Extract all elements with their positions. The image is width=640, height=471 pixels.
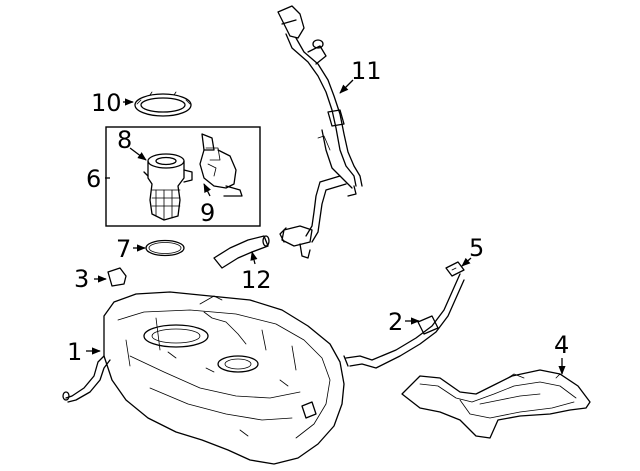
filler-neck-pipe — [277, 5, 363, 259]
callout-12: 12 — [241, 266, 272, 294]
pump-assembly-group-box — [105, 126, 261, 227]
callout-3: 3 — [74, 265, 89, 293]
callout-5: 5 — [469, 234, 484, 262]
fuel-level-sender — [199, 133, 243, 197]
fuel-pump-module — [143, 153, 193, 221]
heat-shield — [401, 369, 591, 439]
callout-10: 10 — [91, 89, 122, 117]
leader-11 — [339, 79, 354, 94]
lock-ring — [134, 91, 192, 117]
vent-hose — [213, 235, 270, 269]
tank-strap-front — [343, 273, 465, 369]
leader-12 — [250, 251, 258, 265]
tank-strap-rear — [445, 261, 465, 277]
callout-8: 8 — [117, 126, 132, 154]
callout-4: 4 — [554, 331, 569, 359]
leader-lines — [86, 79, 566, 375]
o-ring-gasket — [145, 239, 185, 257]
leader-9 — [203, 183, 211, 197]
callout-11: 11 — [351, 57, 382, 85]
callout-9: 9 — [200, 199, 215, 227]
leader-5 — [461, 257, 472, 267]
fuel-tank — [62, 291, 345, 465]
insulator-pad — [107, 267, 127, 287]
callout-7: 7 — [116, 235, 131, 263]
callout-labels: 10 8 6 9 7 3 12 11 1 2 5 4 — [67, 57, 569, 366]
callout-2: 2 — [388, 308, 403, 336]
leader-8 — [129, 147, 147, 161]
callout-6: 6 — [86, 165, 101, 193]
callout-1: 1 — [67, 338, 82, 366]
